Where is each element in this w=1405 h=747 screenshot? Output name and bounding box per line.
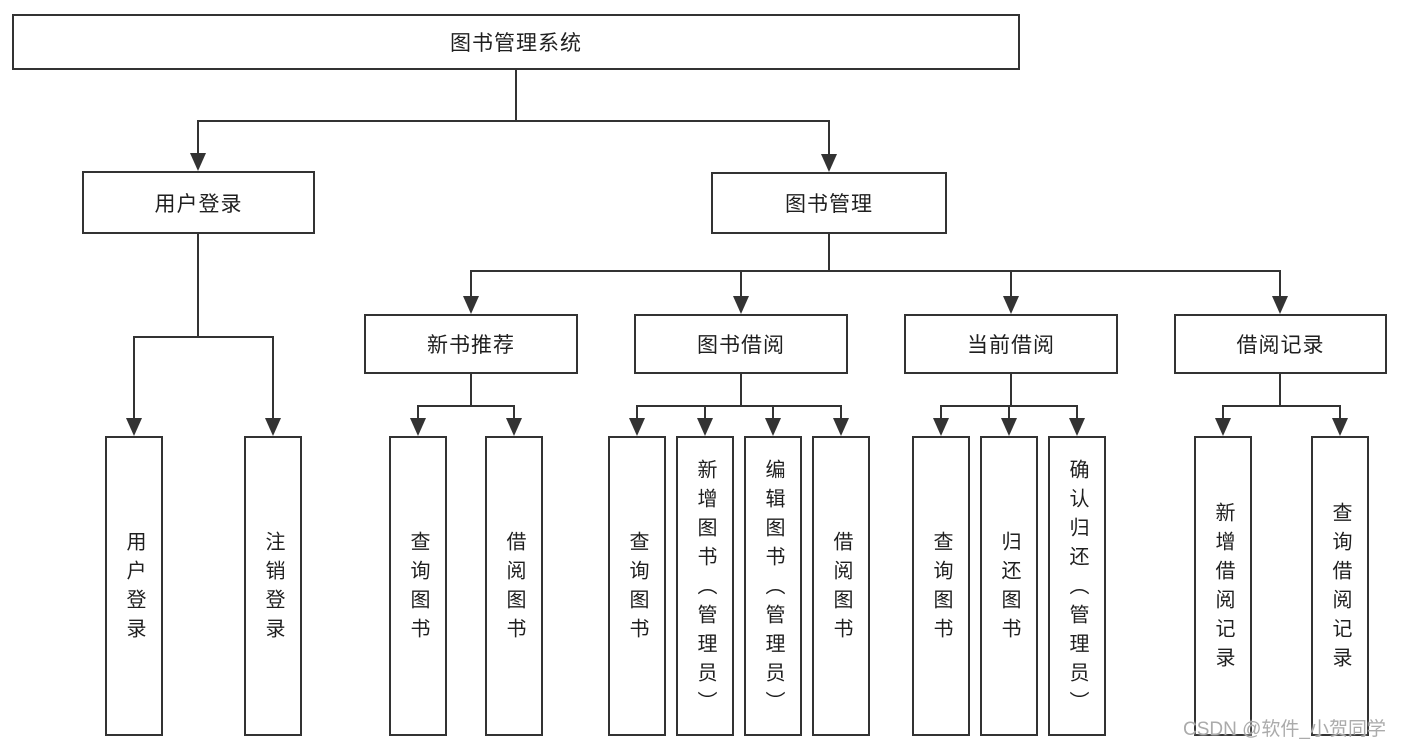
leaf-borrow-borrow: 借阅图书 xyxy=(812,436,870,736)
arrowhead-down-icon xyxy=(629,418,645,436)
connector-book-borrow-stem xyxy=(740,270,742,300)
connector-leaf-stem xyxy=(840,405,842,420)
connector-leaf-stem xyxy=(133,336,135,420)
connector-leaf-stem xyxy=(1339,405,1341,420)
leaf-label: 查询借阅记录 xyxy=(1329,502,1351,676)
node-book-mgmt-label: 图书管理 xyxy=(785,193,873,216)
node-root-label: 图书管理系统 xyxy=(450,32,582,55)
leaf-label: 编辑图书（管理员） xyxy=(762,458,784,720)
connector-current-borrow-stem xyxy=(1010,270,1012,300)
node-book-borrow-label: 图书借阅 xyxy=(697,334,785,357)
leaf-current-query: 查询图书 xyxy=(912,436,970,736)
leaf-borrow-add-admin: 新增图书（管理员） xyxy=(676,436,734,736)
connector-borrow-records-down xyxy=(1279,374,1281,406)
connector-new-books-stem xyxy=(470,270,472,300)
connector-user-subtree-stem xyxy=(197,234,199,336)
connector-user-subtree-rail xyxy=(134,336,273,338)
node-book-borrow: 图书借阅 xyxy=(634,314,848,374)
leaf-label: 注销登录 xyxy=(262,531,284,647)
leaf-logout: 注销登录 xyxy=(244,436,302,736)
arrowhead-down-icon xyxy=(1215,418,1231,436)
arrowhead-down-icon xyxy=(410,418,426,436)
leaf-label: 查询图书 xyxy=(930,531,952,647)
leaf-label: 确认归还（管理员） xyxy=(1066,458,1088,720)
leaf-current-return: 归还图书 xyxy=(980,436,1038,736)
leaf-label: 归还图书 xyxy=(998,531,1020,647)
connector-root-stem xyxy=(515,70,517,120)
arrowhead-down-icon xyxy=(733,296,749,314)
node-user-login-label: 用户登录 xyxy=(154,192,243,216)
leaf-records-add: 新增借阅记录 xyxy=(1194,436,1252,736)
leaf-records-query: 查询借阅记录 xyxy=(1311,436,1369,736)
connector-leaf-stem xyxy=(636,405,638,420)
arrowhead-down-icon xyxy=(190,153,206,171)
connector-book-mgmt-stem xyxy=(828,120,830,158)
node-new-books: 新书推荐 xyxy=(364,314,578,374)
arrowhead-down-icon xyxy=(463,296,479,314)
arrowhead-down-icon xyxy=(506,418,522,436)
csdn-watermark: CSDN @软件_小贺同学 xyxy=(1183,719,1386,740)
leaf-current-confirm-admin: 确认归还（管理员） xyxy=(1048,436,1106,736)
node-current-borrow: 当前借阅 xyxy=(904,314,1118,374)
leaf-label: 新增图书（管理员） xyxy=(694,458,716,720)
connector-level3-rail xyxy=(471,270,1281,272)
node-root: 图书管理系统 xyxy=(12,14,1020,70)
connector-level2-rail xyxy=(198,120,830,122)
arrowhead-down-icon xyxy=(1332,418,1348,436)
node-borrow-records-label: 借阅记录 xyxy=(1236,334,1325,357)
connector-user-login-stem xyxy=(197,120,199,157)
connector-book-borrow-down xyxy=(740,374,742,406)
connector-leaf-stem xyxy=(1008,405,1010,420)
connector-leaf-stem xyxy=(772,405,774,420)
connector-mgmt-subtree-stem xyxy=(828,234,830,270)
arrowhead-down-icon xyxy=(821,154,837,172)
connector-leaf-stem xyxy=(417,405,419,420)
leaf-label: 查询图书 xyxy=(407,531,429,647)
node-borrow-records: 借阅记录 xyxy=(1174,314,1387,374)
arrowhead-down-icon xyxy=(933,418,949,436)
arrowhead-down-icon xyxy=(765,418,781,436)
connector-leaf-stem xyxy=(940,405,942,420)
arrowhead-down-icon xyxy=(697,418,713,436)
connector-leaf-stem xyxy=(1222,405,1224,420)
connector-current-borrow-down xyxy=(1010,374,1012,406)
connector-leaf-stem xyxy=(513,405,515,420)
leaf-label: 新增借阅记录 xyxy=(1212,502,1234,676)
leaf-label: 借阅图书 xyxy=(503,531,525,647)
arrowhead-down-icon xyxy=(1003,296,1019,314)
node-new-books-label: 新书推荐 xyxy=(427,334,515,357)
arrowhead-down-icon xyxy=(1069,418,1085,436)
arrowhead-down-icon xyxy=(265,418,281,436)
leaf-newbooks-borrow: 借阅图书 xyxy=(485,436,543,736)
connector-new-books-down xyxy=(470,374,472,406)
node-user-login: 用户登录 xyxy=(82,171,315,234)
leaf-label: 查询图书 xyxy=(626,531,648,647)
leaf-borrow-query: 查询图书 xyxy=(608,436,666,736)
connector-leaf-stem xyxy=(1076,405,1078,420)
arrowhead-down-icon xyxy=(833,418,849,436)
arrowhead-down-icon xyxy=(1272,296,1288,314)
connector-book-borrow-rail xyxy=(637,405,842,407)
node-book-mgmt: 图书管理 xyxy=(711,172,947,234)
arrowhead-down-icon xyxy=(126,418,142,436)
connector-leaf-stem xyxy=(272,336,274,420)
arrowhead-down-icon xyxy=(1001,418,1017,436)
leaf-borrow-edit-admin: 编辑图书（管理员） xyxy=(744,436,802,736)
connector-borrow-records-rail xyxy=(1223,405,1341,407)
leaf-label: 用户登录 xyxy=(123,531,145,647)
connector-borrow-records-stem xyxy=(1279,270,1281,300)
leaf-newbooks-query: 查询图书 xyxy=(389,436,447,736)
leaf-label: 借阅图书 xyxy=(830,531,852,647)
connector-new-books-rail xyxy=(418,405,515,407)
leaf-user-login: 用户登录 xyxy=(105,436,163,736)
node-current-borrow-label: 当前借阅 xyxy=(967,334,1055,357)
connector-leaf-stem xyxy=(704,405,706,420)
